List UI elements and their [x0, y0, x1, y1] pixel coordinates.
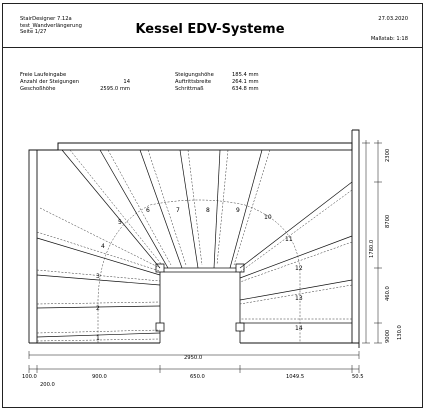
info-value: 634.8 mm — [232, 86, 259, 92]
info-label: Auftrittsbreite — [175, 79, 212, 85]
stair-treads — [36, 149, 353, 338]
drawing-scale: Maßstab: 1:18 — [370, 36, 408, 42]
dim-bottom-2: 900.0 — [92, 374, 107, 380]
dim-right-1: 2300 — [385, 149, 391, 162]
step-number: 2 — [96, 305, 100, 312]
step-number: 1 — [96, 335, 100, 342]
program-version: StairDesigner 7.12a — [20, 16, 72, 22]
dim-bottom-sub: 200.0 — [40, 382, 55, 388]
step-numbers: 1 2 3 4 5 6 7 8 9 10 11 12 13 14 — [96, 207, 303, 342]
dim-bottom-5: 50.5 — [352, 374, 364, 380]
dimension-lines — [28, 140, 382, 373]
header-box — [2, 3, 423, 48]
step-number: 13 — [295, 295, 303, 302]
print-date: 27.03.2020 — [378, 16, 408, 22]
info-label: Steigungshöhe — [175, 72, 214, 78]
step-number: 8 — [206, 207, 210, 214]
stairwell-opening — [155, 263, 245, 343]
drawing-frame — [2, 3, 423, 408]
step-number: 5 — [118, 219, 122, 226]
dim-right-4: 9000 — [385, 330, 391, 343]
project-name: test_Wandverlängerung — [20, 22, 82, 29]
info-value: 2595.0 mm — [100, 86, 130, 92]
step-number: 7 — [176, 207, 180, 214]
info-value: 14 — [123, 79, 130, 85]
info-label: Geschoßhöhe — [20, 86, 56, 92]
step-number: 14 — [295, 325, 303, 332]
dim-bottom-4: 1049.5 — [286, 374, 304, 380]
dim-bottom-1: 100.0 — [22, 374, 37, 380]
dim-right-small: 130.0 — [397, 325, 403, 340]
step-number: 10 — [264, 214, 272, 221]
info-label: Schrittmaß — [175, 86, 204, 92]
walking-line — [97, 199, 301, 343]
info-label: Anzahl der Steigungen — [20, 79, 79, 85]
dim-total-width: 2950.0 — [184, 355, 202, 361]
info-value: 185.4 mm — [232, 72, 259, 78]
page-number: Seite 1/27 — [20, 29, 47, 35]
dim-right-3: 460.0 — [385, 286, 391, 301]
dim-right-2: 8700 — [385, 215, 391, 228]
wall-outline — [28, 129, 360, 348]
company-title: Kessel EDV-Systeme — [135, 22, 285, 37]
step-number: 4 — [101, 243, 105, 250]
info-label: Freie Laufeingabe — [20, 72, 67, 78]
step-number: 3 — [96, 273, 100, 280]
info-value: 264.1 mm — [232, 79, 259, 85]
dim-bottom-3: 650.0 — [190, 374, 205, 380]
dim-right-inner: 1780.0 — [369, 240, 375, 258]
step-number: 6 — [146, 207, 150, 214]
step-number: 9 — [236, 207, 240, 214]
step-number: 12 — [295, 265, 303, 272]
step-number: 11 — [285, 236, 293, 243]
